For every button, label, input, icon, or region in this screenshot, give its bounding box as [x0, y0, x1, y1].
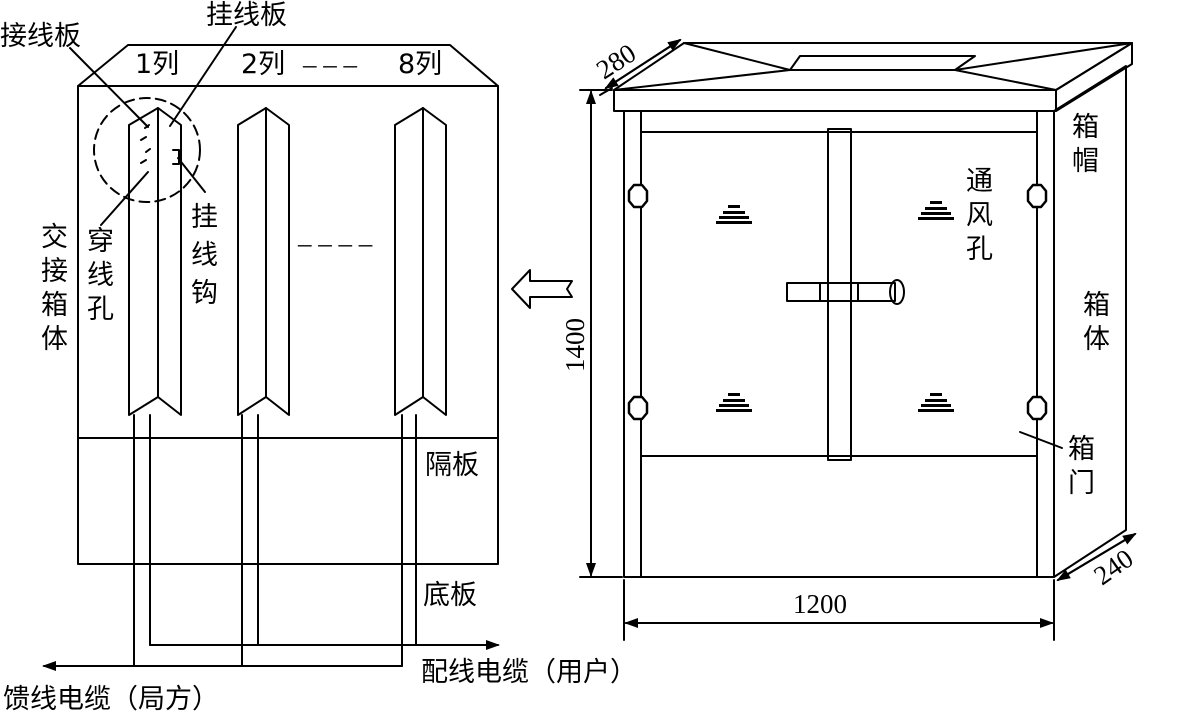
svg-text:箱: 箱: [41, 290, 68, 321]
label-col-dashes: – – –: [302, 49, 358, 79]
top-cap: [613, 42, 1133, 91]
left-internal-view: – – – – 接线板 挂线板 1列 2列 – – – 8列 交 接: [0, 0, 637, 715]
leader-xiangmen: [1019, 431, 1063, 449]
svg-text:挂: 挂: [191, 202, 218, 233]
box-top-outline: [77, 44, 499, 87]
svg-text:线: 线: [191, 240, 218, 271]
dim-width-label: 1200: [793, 589, 847, 619]
svg-text:孔: 孔: [966, 234, 993, 265]
leader-jiexianban: [69, 47, 149, 128]
detail-circle: [93, 97, 201, 203]
svg-text:箱: 箱: [1083, 290, 1110, 321]
middle-dashes: – – – –: [297, 228, 373, 258]
box-body-outline: [77, 85, 499, 565]
dim-height-label: 1400: [560, 318, 590, 372]
label-partition: 隔板: [425, 450, 479, 481]
svg-text:箱: 箱: [1072, 112, 1099, 143]
ventilation-holes: [716, 201, 954, 412]
label-col2: 2列: [241, 49, 285, 80]
dimension-width: [623, 579, 1055, 641]
svg-text:体: 体: [1083, 324, 1110, 355]
terminal-column-8: [394, 107, 447, 416]
svg-text:交: 交: [41, 222, 68, 253]
door-hinges: [627, 183, 1048, 421]
label-xiangmao: 箱 帽: [1072, 112, 1099, 177]
terminal-column-2: [237, 107, 290, 416]
label-chuanxiankong: 穿 线 孔: [87, 226, 114, 325]
svg-text:门: 门: [1068, 468, 1095, 499]
label-xiangmen: 箱 门: [1068, 434, 1095, 499]
svg-text:接: 接: [41, 256, 68, 287]
door-handle[interactable]: [786, 279, 905, 305]
svg-text:通: 通: [966, 166, 993, 197]
svg-text:线: 线: [87, 260, 114, 291]
leader-guaxianban: [169, 26, 237, 127]
label-guaxianban-top: 挂线板: [206, 0, 287, 31]
svg-text:箱: 箱: [1068, 434, 1095, 465]
dimension-height: [579, 89, 623, 578]
label-distribution-cable: 配线电缆（用户）: [421, 657, 637, 688]
svg-text:帽: 帽: [1072, 146, 1099, 177]
svg-text:体: 体: [41, 324, 68, 355]
dimension-depth-bottom: [1056, 532, 1137, 582]
label-col1: 1列: [135, 49, 179, 80]
label-col8: 8列: [398, 49, 442, 80]
svg-text:穿: 穿: [87, 226, 114, 257]
right-external-view: 280 1400 1200 240 箱 帽 通 风: [560, 38, 1139, 641]
svg-text:钩: 钩: [191, 278, 218, 309]
label-guaxiangou: 挂 线 钩: [191, 202, 218, 309]
svg-text:孔: 孔: [87, 294, 114, 325]
label-tongfengkong: 通 风 孔: [966, 166, 993, 265]
cables: [42, 414, 500, 671]
label-xiangti: 箱 体: [1083, 290, 1110, 355]
label-jiexianban: 接线板: [0, 21, 81, 52]
hollow-left-arrow-icon: [511, 269, 573, 309]
leader-chuanxiankong: [100, 171, 149, 226]
label-box-body: 交 接 箱 体: [41, 222, 68, 355]
leader-guaxiangou: [177, 157, 206, 193]
label-bottom-plate: 底板: [423, 580, 477, 611]
terminal-column-1: [128, 107, 182, 416]
label-feeder-cable: 馈线电缆（局方）: [3, 684, 219, 715]
cabinet-body: [623, 110, 1055, 578]
door-center-post: [827, 128, 852, 461]
svg-text:风: 风: [966, 200, 993, 231]
